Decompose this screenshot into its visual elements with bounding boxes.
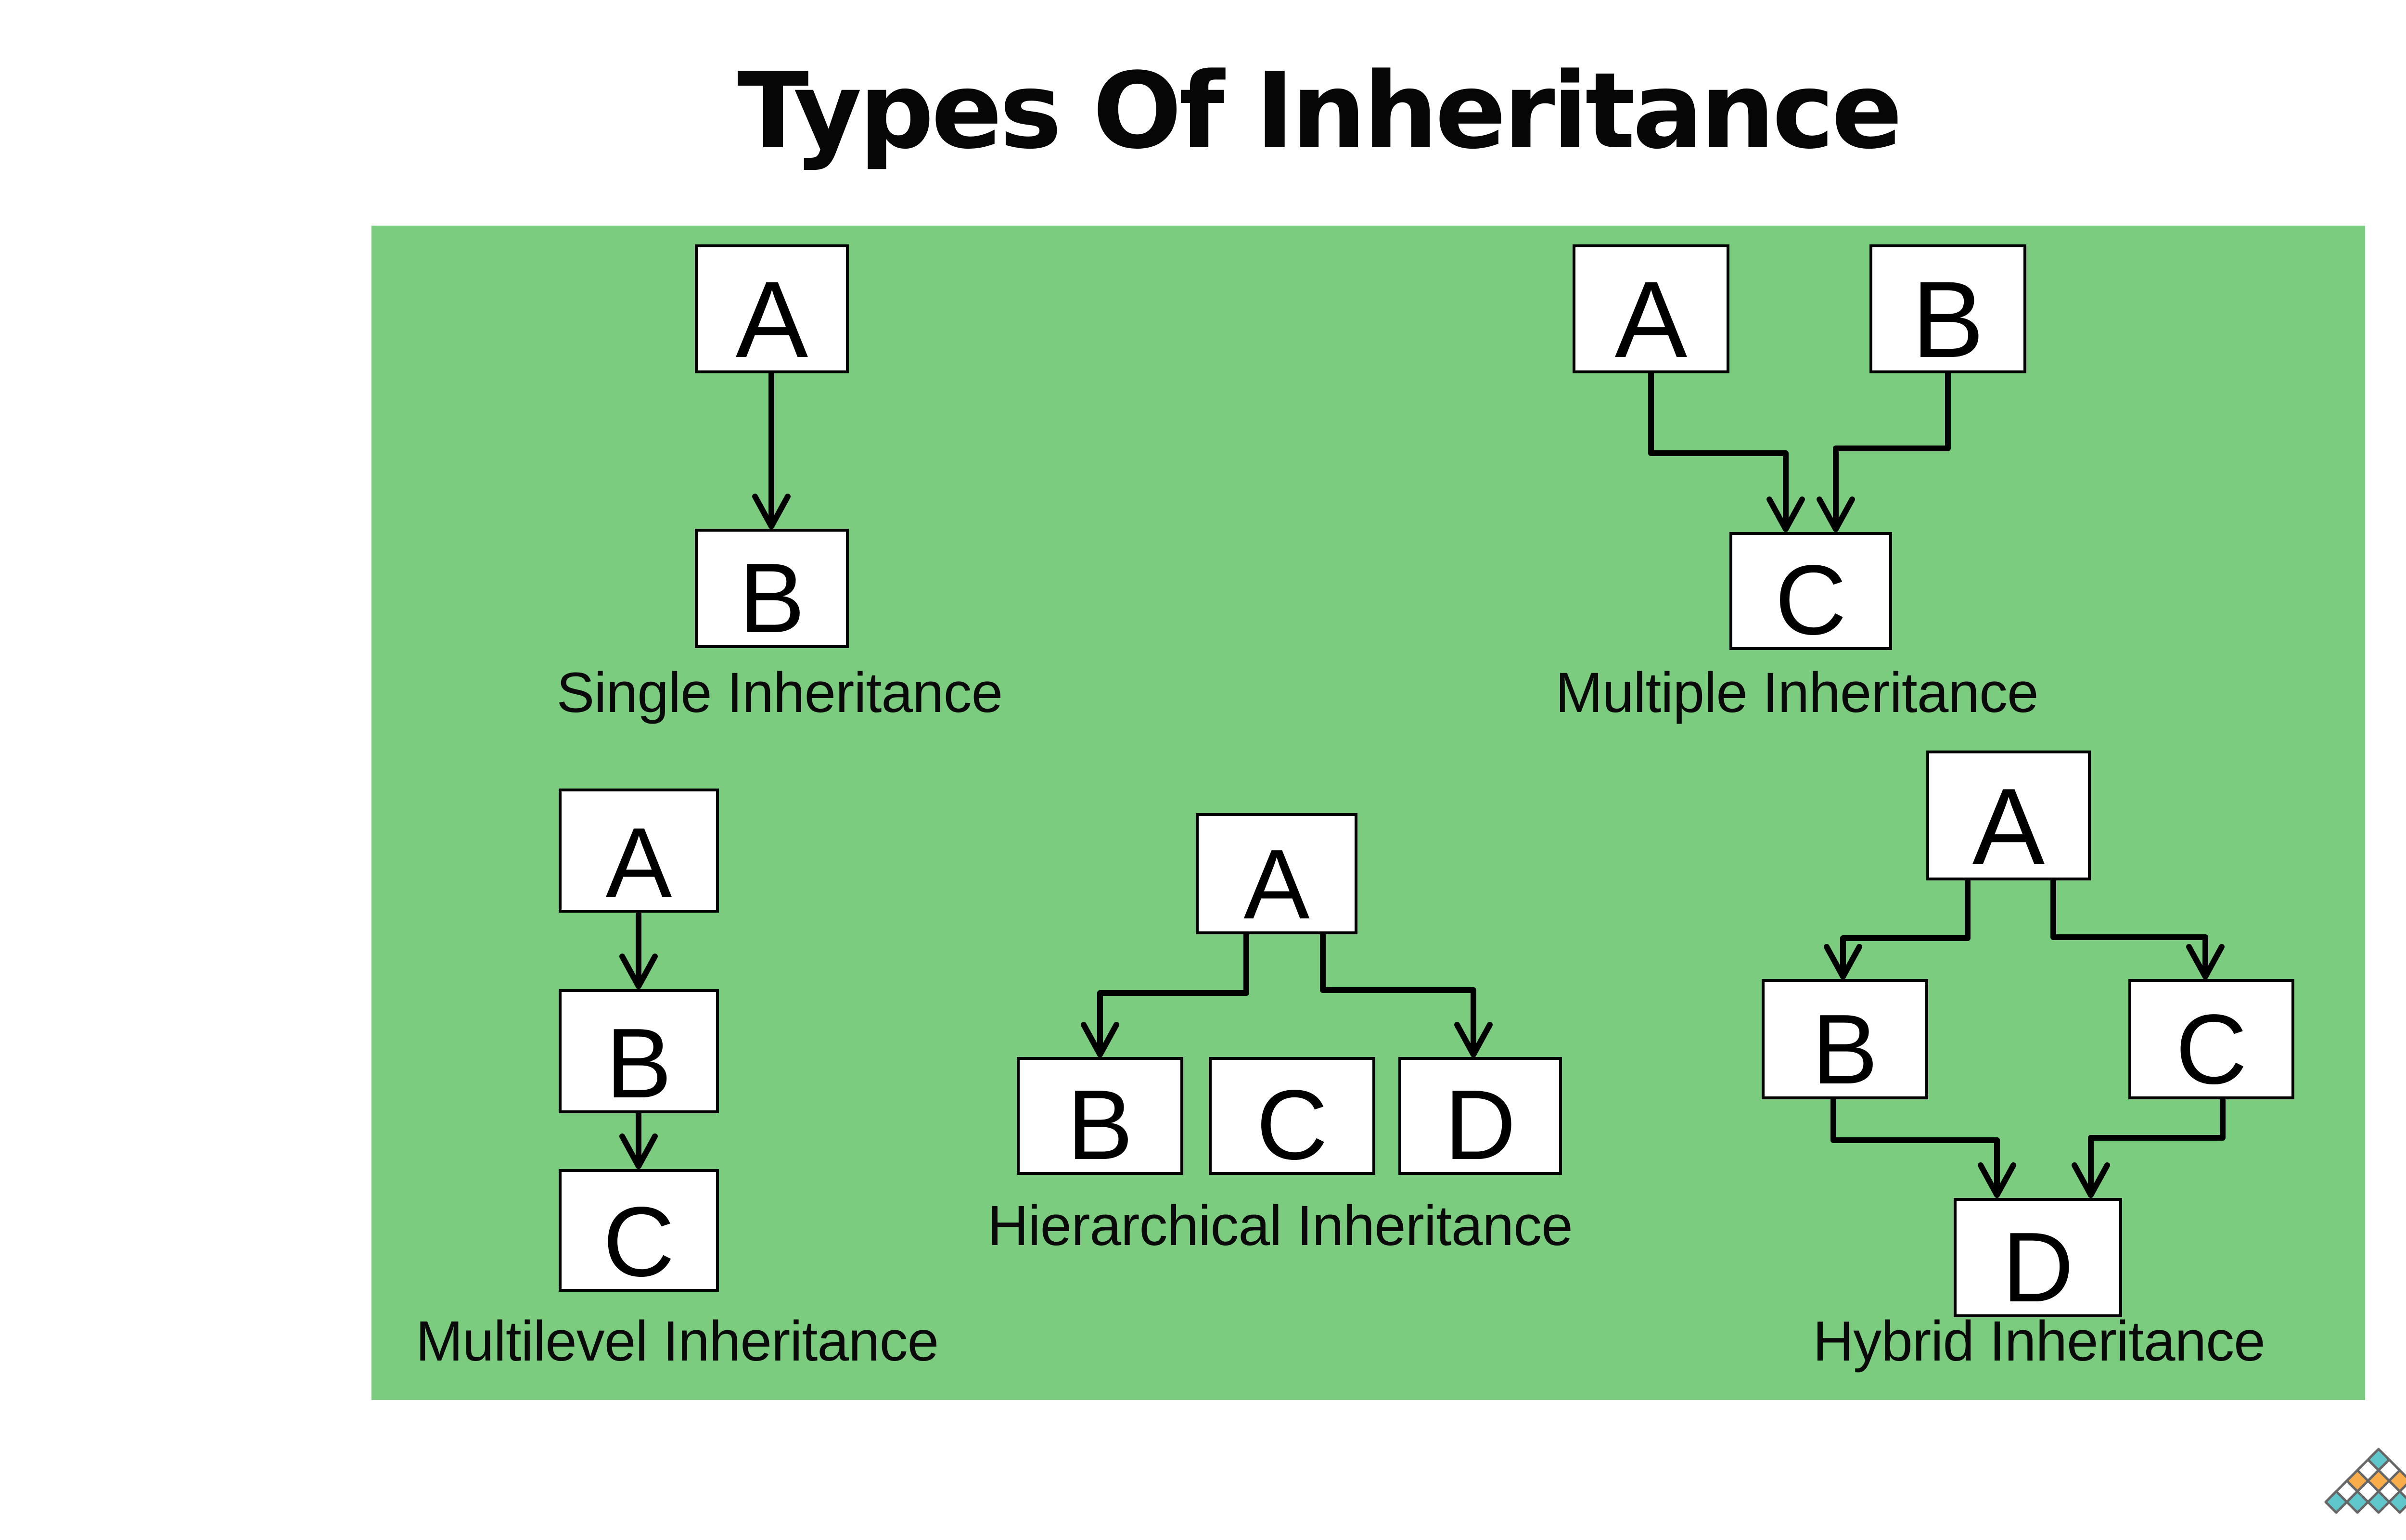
hierarchical-class-c: C: [1209, 1057, 1375, 1175]
multilevel-class-b: B: [559, 989, 719, 1113]
arrow-multiple-a-c: [1648, 370, 1805, 532]
hybrid-class-b: B: [1762, 979, 1928, 1099]
arrow-multilevel-a-b: [619, 910, 658, 989]
arrow-hybrid-c-d: [2072, 1096, 2226, 1198]
hybrid-inheritance-label: Hybrid Inheritance: [1813, 1310, 2265, 1373]
arrow-single-a-b: [752, 370, 791, 529]
logo-diamond: [2367, 1490, 2391, 1514]
arrow-multilevel-b-c: [619, 1110, 658, 1169]
logo-diamond: [2324, 1490, 2348, 1514]
hierarchical-class-b: B: [1017, 1057, 1183, 1175]
single-inheritance-label: Single Inheritance: [556, 661, 1003, 725]
arrow-hybrid-a-b: [1824, 878, 1971, 980]
multilevel-class-a: A: [559, 789, 719, 913]
hierarchical-class-d: D: [1398, 1057, 1562, 1175]
multilevel-inheritance-label: Multilevel Inheritance: [415, 1310, 939, 1373]
single-class-b: B: [695, 529, 849, 648]
hierarchical-inheritance-label: Hierarchical Inheritance: [987, 1194, 1573, 1258]
multilevel-class-c: C: [559, 1169, 719, 1292]
logo-diamond: [2345, 1490, 2369, 1514]
logo-diamond: [2388, 1490, 2406, 1514]
multiple-class-b: B: [1869, 244, 2026, 373]
arrow-multiple-b-c: [1817, 370, 1951, 532]
hybrid-class-a: A: [1926, 751, 2091, 880]
arrow-hierarchical-a-b: [1081, 931, 1249, 1057]
interviewbit-logo-icon: [2324, 1448, 2406, 1514]
multiple-class-c: C: [1729, 532, 1892, 650]
page-title: Types Of Inheritance: [737, 51, 1903, 172]
multiple-class-a: A: [1573, 244, 1729, 373]
hybrid-class-c: C: [2128, 979, 2294, 1099]
arrow-hybrid-a-c: [2050, 878, 2225, 980]
arrow-hybrid-b-d: [1830, 1096, 2016, 1198]
multiple-inheritance-label: Multiple Inheritance: [1555, 661, 2038, 725]
arrow-hierarchical-a-d: [1320, 931, 1493, 1057]
single-class-a: A: [695, 244, 849, 373]
interviewbit-logo: InterviewBit: [2324, 1446, 2406, 1537]
hierarchical-class-a: A: [1196, 813, 1357, 934]
hybrid-class-d: D: [1954, 1198, 2122, 1317]
